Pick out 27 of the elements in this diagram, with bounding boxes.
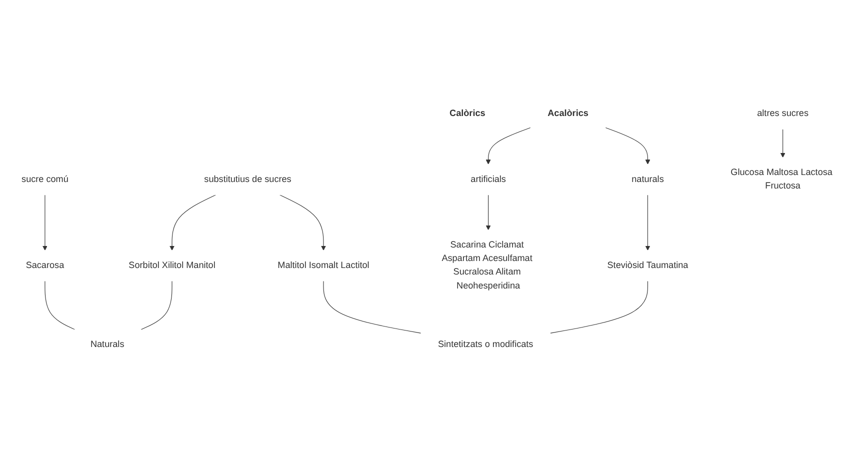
node-text: Acalòrics <box>548 108 588 118</box>
arrow <box>170 194 216 251</box>
connector <box>323 280 422 334</box>
node-text: Steviòsid Taumatina <box>607 260 688 270</box>
connector <box>550 280 648 334</box>
connector <box>140 280 172 330</box>
node-text: Naturals <box>90 340 124 350</box>
arrow <box>780 128 786 158</box>
node-text: sucre comú <box>22 174 68 184</box>
node-text: substitutius de sucres <box>204 174 292 184</box>
arrow <box>645 194 650 251</box>
arrow <box>42 194 48 251</box>
node-text: Sintetitzats o modificats <box>438 340 534 350</box>
arrow <box>486 194 491 230</box>
arrow <box>279 194 326 251</box>
node-text: Sorbitol Xilitol Manitol <box>128 260 216 270</box>
node-text: Sacarina Ciclamat Aspartam Acesulfamat Sucralosa Alitam Neohesperidina <box>442 240 532 291</box>
node-text: Glucosa Maltosa Lactosa Fructosa <box>730 168 832 191</box>
node-text: Calòrics <box>450 108 486 118</box>
node-text: Maltitol Isomalt Lactitol <box>278 260 370 270</box>
connector <box>44 280 76 330</box>
arrow <box>486 127 531 165</box>
node-text: Sacarosa <box>26 260 64 270</box>
node-text: artificials <box>470 174 506 184</box>
arrow <box>605 127 650 165</box>
node-text: naturals <box>632 174 664 184</box>
node-text: altres sucres <box>757 108 809 118</box>
